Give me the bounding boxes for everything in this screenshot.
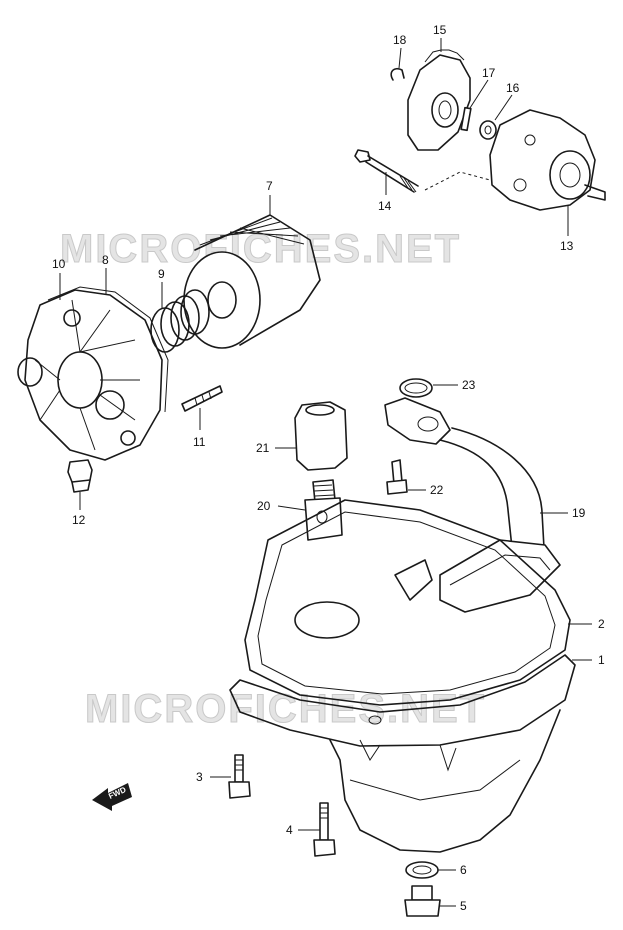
drain-plug-small	[67, 459, 93, 493]
callout-label-19: 19	[572, 506, 586, 520]
strainer-bolt	[386, 459, 408, 495]
stud-bolt	[181, 385, 223, 412]
pan-bolt-4	[313, 802, 336, 857]
oil-pan	[229, 654, 576, 853]
callout-label-18: 18	[393, 33, 407, 47]
filter-spring	[150, 289, 210, 353]
pan-bolt-3	[228, 754, 251, 799]
callout-label-9: 9	[158, 267, 165, 281]
callout-label-12: 12	[72, 513, 86, 527]
callout-label-7: 7	[266, 179, 273, 193]
callout-label-5: 5	[460, 899, 467, 913]
relief-valve	[304, 479, 343, 541]
oil-pump-body	[489, 109, 606, 211]
callout-label-2: 2	[598, 617, 605, 631]
callout-label-13: 13	[560, 239, 574, 253]
pump-bolt	[354, 149, 491, 193]
callout-label-21: 21	[256, 441, 270, 455]
oil-pan-gasket	[244, 499, 571, 706]
callout-label-23: 23	[462, 378, 476, 392]
fwd-arrow-icon: FWD	[92, 783, 132, 811]
oil-pump-gear	[407, 49, 471, 151]
oil-filter-cover	[17, 286, 169, 461]
callout-label-1: 1	[598, 653, 605, 667]
callout-label-17: 17	[482, 66, 496, 80]
washer	[479, 120, 497, 140]
oil-strainer	[384, 397, 561, 613]
callout-label-10: 10	[52, 257, 66, 271]
callout-label-11: 11	[193, 435, 206, 449]
callout-label-3: 3	[196, 770, 203, 784]
watermark-bottom: MICROFICHES.NET	[85, 687, 486, 731]
callout-label-6: 6	[460, 863, 467, 877]
drain-plug-gasket	[405, 861, 439, 879]
pin	[460, 106, 472, 132]
callout-label-22: 22	[430, 483, 444, 497]
callouts: 1 2 3 4 5 6 7 8 9 10 11 12 13	[52, 23, 605, 913]
callout-label-14: 14	[378, 199, 392, 213]
callout-label-16: 16	[506, 81, 520, 95]
callout-label-15: 15	[433, 23, 447, 37]
relief-valve-cap	[294, 401, 348, 471]
callout-label-4: 4	[286, 823, 293, 837]
o-ring-23	[399, 378, 433, 398]
callout-label-8: 8	[102, 253, 109, 267]
circlip	[390, 67, 405, 81]
drain-plug	[404, 885, 441, 917]
callout-label-20: 20	[257, 499, 271, 513]
oil-filter	[183, 214, 321, 349]
